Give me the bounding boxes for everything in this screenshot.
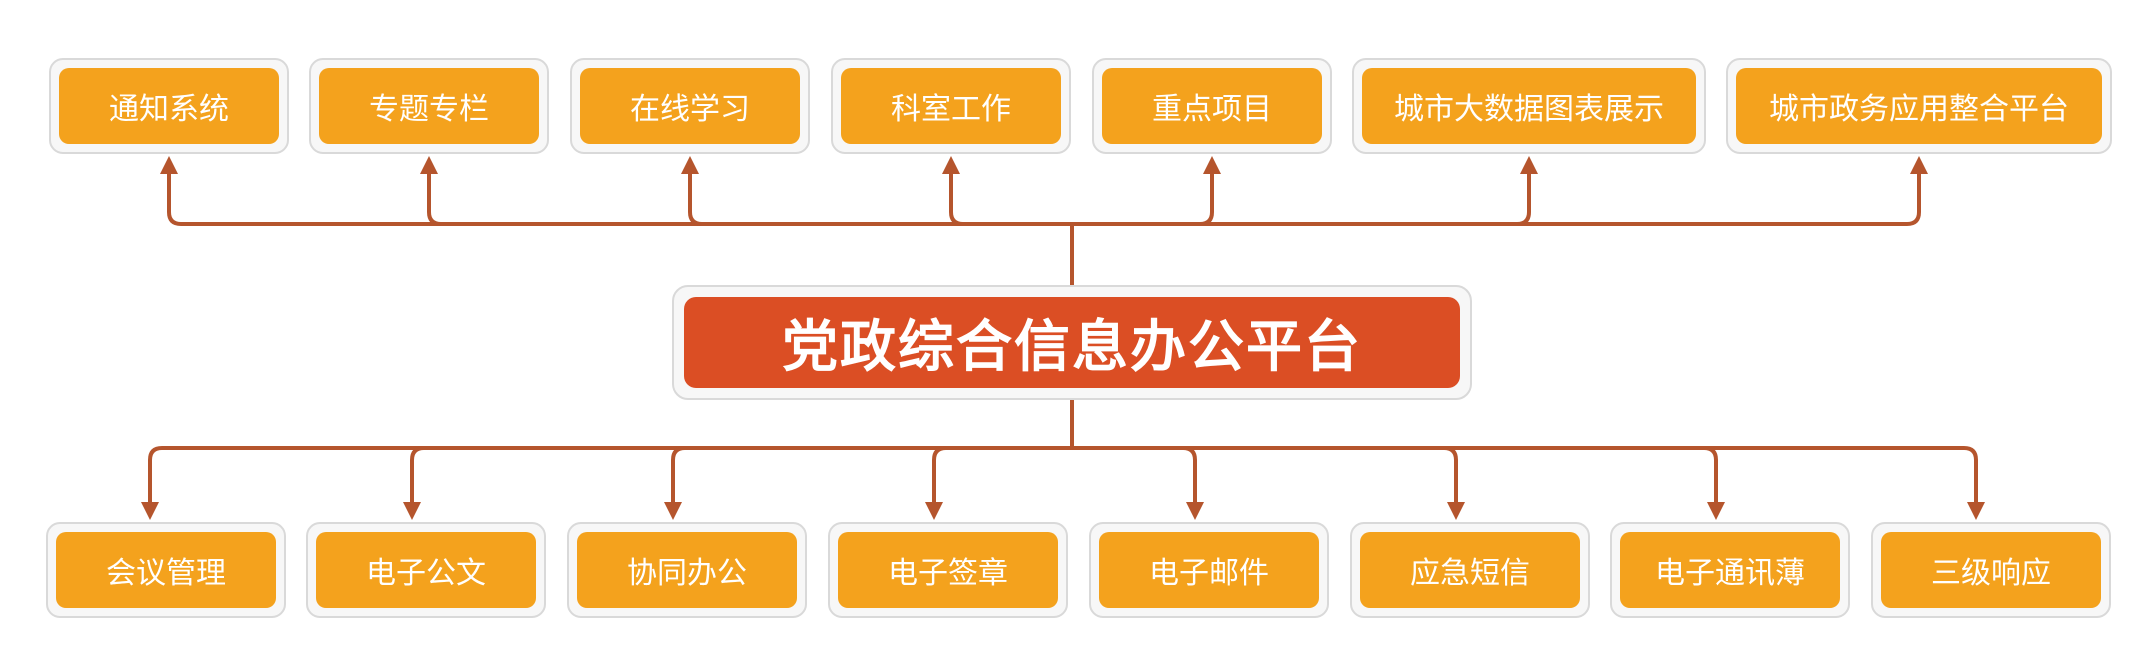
bottom-node-label: 电子签章: [838, 532, 1058, 608]
top-node-label: 城市大数据图表展示: [1362, 68, 1696, 144]
top-arrowhead: [942, 156, 960, 174]
center-node: 党政综合信息办公平台: [672, 285, 1472, 400]
bottom-branch-line: [671, 446, 1074, 506]
bottom-node-three-level-response: 三级响应: [1871, 522, 2111, 618]
top-node-notification-system: 通知系统: [49, 58, 289, 154]
top-node-label: 在线学习: [580, 68, 800, 144]
top-branch-line: [167, 170, 1074, 226]
top-node-special-topics: 专题专栏: [309, 58, 549, 154]
top-branch-line: [1070, 170, 1531, 226]
top-node-city-government-apps: 城市政务应用整合平台: [1726, 58, 2112, 154]
bottom-branch-line: [1070, 446, 1458, 506]
top-node-department-work: 科室工作: [831, 58, 1071, 154]
top-arrowhead: [1520, 156, 1538, 174]
top-arrowhead: [681, 156, 699, 174]
bottom-node-emergency-sms: 应急短信: [1350, 522, 1590, 618]
bottom-node-label: 电子公文: [316, 532, 536, 608]
bottom-branch-line: [932, 446, 1074, 506]
bottom-branch-line: [148, 446, 1074, 506]
bottom-node-collaborative-office: 协同办公: [567, 522, 807, 618]
bottom-arrowhead: [1186, 502, 1204, 520]
bottom-arrowhead: [1447, 502, 1465, 520]
bottom-node-label: 协同办公: [577, 532, 797, 608]
top-arrowhead: [420, 156, 438, 174]
top-branch-line: [1070, 170, 1921, 226]
top-branch-line: [949, 170, 1074, 226]
top-arrowhead: [160, 156, 178, 174]
bottom-branch-line: [1070, 446, 1718, 506]
bottom-node-label: 三级响应: [1881, 532, 2101, 608]
bottom-branch-line: [1070, 446, 1197, 506]
bottom-arrowhead: [925, 502, 943, 520]
top-node-label: 重点项目: [1102, 68, 1322, 144]
top-node-label: 科室工作: [841, 68, 1061, 144]
top-node-key-projects: 重点项目: [1092, 58, 1332, 154]
bottom-arrowhead: [1967, 502, 1985, 520]
top-node-city-big-data-charts: 城市大数据图表展示: [1352, 58, 1706, 154]
top-branch-line: [688, 170, 1074, 226]
top-node-label: 城市政务应用整合平台: [1736, 68, 2102, 144]
bottom-node-label: 电子邮件: [1099, 532, 1319, 608]
bottom-node-e-documents: 电子公文: [306, 522, 546, 618]
bottom-node-label: 电子通讯薄: [1620, 532, 1840, 608]
bottom-arrowhead: [403, 502, 421, 520]
center-node-label: 党政综合信息办公平台: [684, 297, 1460, 388]
bottom-node-meeting-management: 会议管理: [46, 522, 286, 618]
top-node-label: 专题专栏: [319, 68, 539, 144]
top-node-online-learning: 在线学习: [570, 58, 810, 154]
top-arrowhead: [1910, 156, 1928, 174]
bottom-node-e-signature: 电子签章: [828, 522, 1068, 618]
top-branch-line: [427, 170, 1074, 226]
bottom-branch-line: [1070, 446, 1978, 506]
top-branch-line: [1070, 170, 1214, 226]
bottom-arrowhead: [664, 502, 682, 520]
bottom-branch-line: [410, 446, 1074, 506]
bottom-arrowhead: [141, 502, 159, 520]
bottom-node-label: 会议管理: [56, 532, 276, 608]
bottom-node-label: 应急短信: [1360, 532, 1580, 608]
top-node-label: 通知系统: [59, 68, 279, 144]
bottom-node-email: 电子邮件: [1089, 522, 1329, 618]
bottom-node-e-address-book: 电子通讯薄: [1610, 522, 1850, 618]
bottom-arrowhead: [1707, 502, 1725, 520]
top-arrowhead: [1203, 156, 1221, 174]
